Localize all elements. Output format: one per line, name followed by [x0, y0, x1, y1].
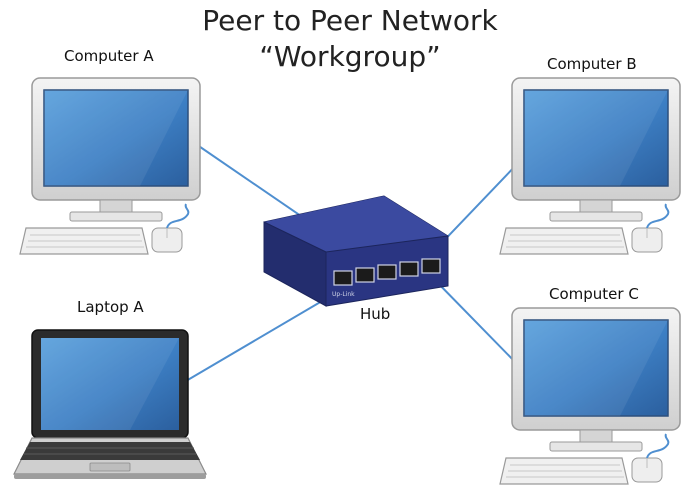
computer-c-icon	[499, 307, 681, 485]
computer-a-label: Computer A	[64, 47, 154, 65]
laptop-a-label: Laptop A	[77, 298, 144, 316]
computer-a-icon	[19, 77, 201, 255]
hub-label: Hub	[360, 305, 391, 323]
diagram-subtitle: “Workgroup”	[259, 40, 441, 73]
hub-ports	[333, 258, 441, 286]
cable-laptop-a	[185, 293, 335, 382]
diagram-title: Peer to Peer Network	[202, 4, 498, 37]
computer-b-label: Computer B	[547, 55, 637, 73]
svg-text:Up-Link: Up-Link	[332, 291, 355, 298]
computer-b-icon	[499, 77, 681, 255]
cable-computer-c	[430, 275, 521, 368]
laptop-a-icon	[13, 329, 207, 479]
hub-icon: Up-Link	[263, 195, 449, 307]
computer-c-label: Computer C	[549, 285, 639, 303]
